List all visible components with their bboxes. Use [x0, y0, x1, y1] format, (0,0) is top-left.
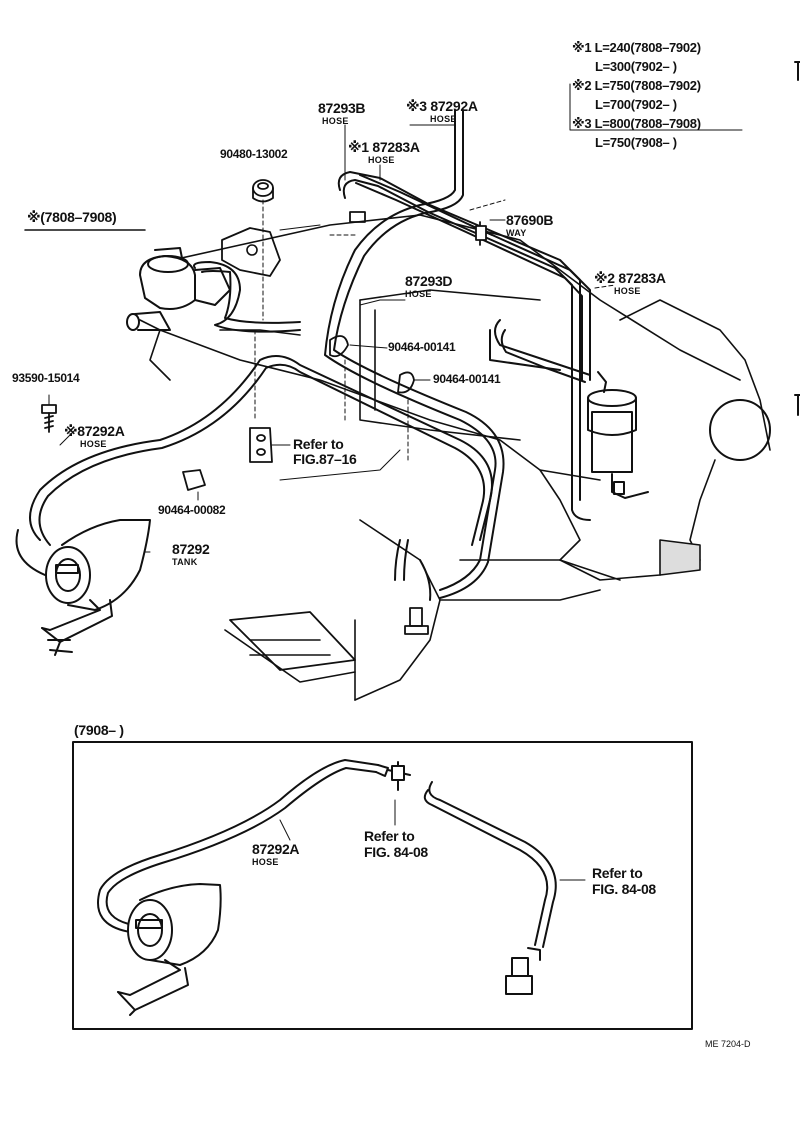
- label-87690B: 87690B WAY: [506, 212, 554, 238]
- legend-row-2: L=300(7902– ): [595, 60, 677, 73]
- part-number: ※3 87292A: [406, 98, 478, 114]
- part-number: ※2 87283A: [594, 270, 666, 286]
- legend-text: L=240(7808–7902): [594, 40, 701, 55]
- legend-mark: ※3: [572, 116, 592, 131]
- legend-row-6: L=750(7908– ): [595, 136, 677, 149]
- part-number: ※87292A: [64, 423, 125, 439]
- part-desc: HOSE: [368, 155, 395, 165]
- leader-lines: [254, 199, 616, 461]
- part-desc: HOSE: [614, 286, 641, 296]
- part-number: 87292: [172, 541, 210, 557]
- refer-line-2: FIG.87–16: [293, 451, 357, 467]
- label-90480-13002: 90480-13002: [220, 147, 288, 161]
- pointer-lines: [48, 124, 506, 553]
- part-desc: HOSE: [405, 289, 432, 299]
- part-number: 87292A: [252, 841, 300, 857]
- label-87292A-top: ※3 87292A HOSE: [406, 99, 478, 124]
- legend-mark: ※1: [572, 40, 592, 55]
- part-desc: HOSE: [252, 857, 279, 867]
- label-refer-fig-84-08-a: Refer to FIG. 84-08: [364, 829, 428, 859]
- fuel-tank-main: [41, 519, 151, 656]
- inset-pointers: [279, 799, 586, 881]
- label-refer-fig-87-16: Refer to FIG.87–16: [293, 436, 357, 467]
- part-desc: TANK: [172, 557, 198, 567]
- legend-text: L=800(7808–7908): [594, 116, 701, 131]
- main-hoses: [15, 109, 591, 601]
- legend-row-3: ※2 L=750(7808–7902): [572, 79, 701, 92]
- legend-text: L=750(7908– ): [595, 135, 677, 150]
- label-87292-tank: 87292 TANK: [172, 541, 210, 567]
- part-number: ※1 87283A: [348, 139, 420, 155]
- diagram-code: ME 7204-D: [705, 1039, 751, 1049]
- refer-line-1: Refer to: [364, 828, 415, 844]
- label-87292A-left: ※87292A HOSE: [64, 424, 125, 449]
- part-desc: WAY: [506, 228, 527, 238]
- engine-outline: [139, 214, 771, 701]
- legend-mark: ※2: [572, 78, 592, 93]
- part-number: 87293B: [318, 100, 366, 116]
- egr-valve: [126, 247, 231, 331]
- part-number: 87293D: [405, 273, 453, 289]
- part-desc: HOSE: [430, 114, 457, 124]
- part-number: 87690B: [506, 212, 554, 228]
- label-87283A-top: ※1 87283A HOSE: [348, 140, 420, 165]
- legend-text: L=300(7902– ): [595, 59, 677, 74]
- legend-text: L=700(7902– ): [595, 97, 677, 112]
- legend-row-4: L=700(7902– ): [595, 98, 677, 111]
- legend-row-1: ※1 L=240(7808–7902): [572, 41, 701, 54]
- part-desc: HOSE: [80, 439, 107, 449]
- label-87293D: 87293D HOSE: [405, 273, 453, 299]
- refer-line-1: Refer to: [592, 865, 643, 881]
- clamps: [41, 179, 493, 635]
- legend-text: L=750(7808–7902): [594, 78, 701, 93]
- label-90464-00141-b: 90464-00141: [433, 372, 501, 386]
- label-refer-fig-84-08-b: Refer to FIG. 84-08: [592, 866, 656, 896]
- legend-row-5: ※3 L=800(7808–7908): [572, 117, 701, 130]
- inset-drawing: [97, 759, 557, 1016]
- variant-inset: (7908– ): [74, 722, 124, 738]
- label-93590-15014: 93590-15014: [12, 371, 80, 385]
- part-desc: HOSE: [322, 116, 349, 126]
- refer-line-1: Refer to: [293, 436, 344, 452]
- label-87283A-right: ※2 87283A HOSE: [594, 271, 666, 296]
- variant-main: ※(7808–7908): [27, 209, 117, 225]
- refer-line-2: FIG. 84-08: [592, 881, 656, 897]
- refer-line-2: FIG. 84-08: [364, 844, 428, 860]
- inset-frame: [72, 61, 800, 1030]
- label-90464-00141-a: 90464-00141: [388, 340, 456, 354]
- label-87292A-inset: 87292A HOSE: [252, 841, 300, 867]
- label-90464-00082: 90464-00082: [158, 503, 226, 517]
- vsv-canister: [587, 371, 649, 499]
- label-87293B: 87293B HOSE: [318, 100, 366, 126]
